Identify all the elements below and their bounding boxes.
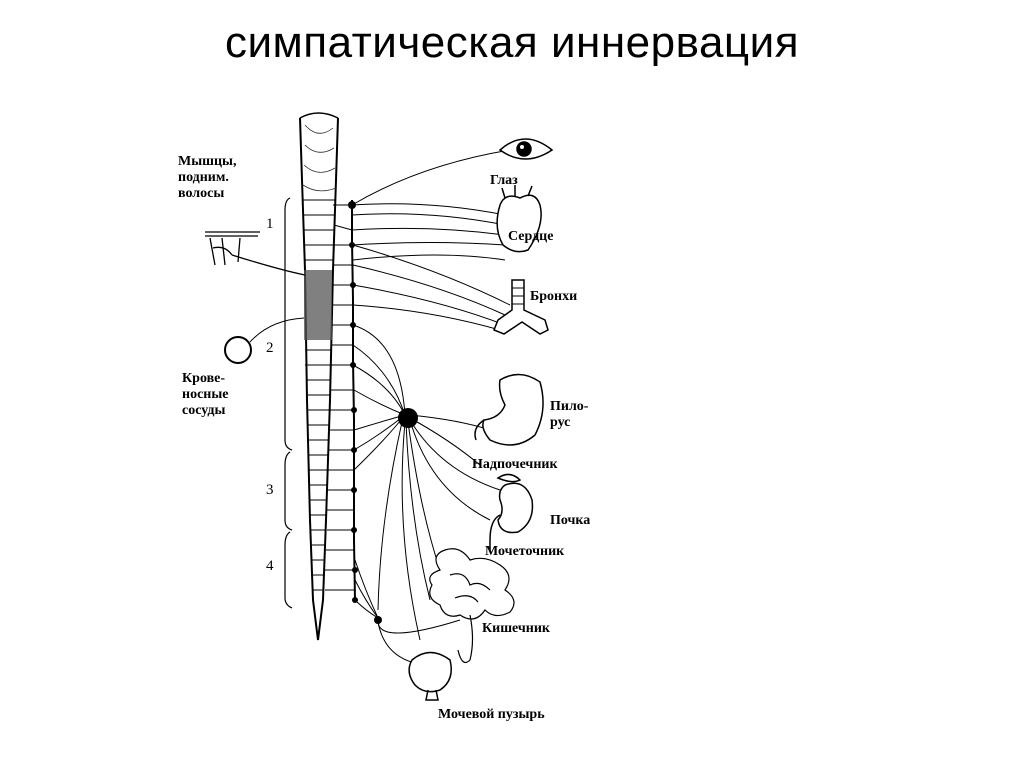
hair-muscle-icon xyxy=(205,231,306,276)
bronchi-icon xyxy=(493,279,549,335)
heart-label: Сердце xyxy=(508,229,553,244)
vessels-label-line-1: Крове- xyxy=(182,371,225,386)
muscles-label-line-1: Мышцы, xyxy=(178,154,236,169)
segment-3-label: 3 xyxy=(266,482,274,498)
adrenal-label: Надпочечник xyxy=(472,457,558,472)
pylorus-label-line-1: Пило- xyxy=(550,399,589,414)
vessels-label-line-2: носные xyxy=(182,387,229,402)
bladder-label: Мочевой пузырь xyxy=(438,707,545,722)
kidney-label: Почка xyxy=(550,513,590,528)
segment-brackets xyxy=(284,197,293,609)
eye-label: Глаз xyxy=(490,173,518,188)
mesenteric-ganglion xyxy=(374,616,382,624)
blood-vessel-icon xyxy=(224,317,305,364)
vessels-label-line-3: сосуды xyxy=(182,403,225,418)
nerve-fibers xyxy=(351,149,511,666)
segment-2-label: 2 xyxy=(266,340,274,356)
segment-1-label: 1 xyxy=(266,216,274,232)
celiac-ganglion xyxy=(398,408,418,428)
ureter-label: Мочеточник xyxy=(485,544,565,559)
bronchi-label: Бронхи xyxy=(530,289,577,304)
stomach-icon xyxy=(474,373,544,446)
spinal-cord xyxy=(299,112,339,641)
bladder-icon xyxy=(408,651,452,701)
eye-icon xyxy=(498,138,554,160)
kidney-icon xyxy=(489,473,534,552)
communicating-rami xyxy=(325,204,355,591)
pylorus-label-line-2: рус xyxy=(550,415,570,430)
heart-icon xyxy=(496,185,542,253)
muscles-label-line-2: подним. xyxy=(178,170,229,185)
segment-4-label: 4 xyxy=(266,558,274,574)
intestine-icon xyxy=(429,548,515,663)
muscles-label-line-3: волосы xyxy=(178,186,224,201)
intestine-label: Кишечник xyxy=(482,621,551,636)
slide-title: симпатическая иннервация xyxy=(224,18,800,67)
